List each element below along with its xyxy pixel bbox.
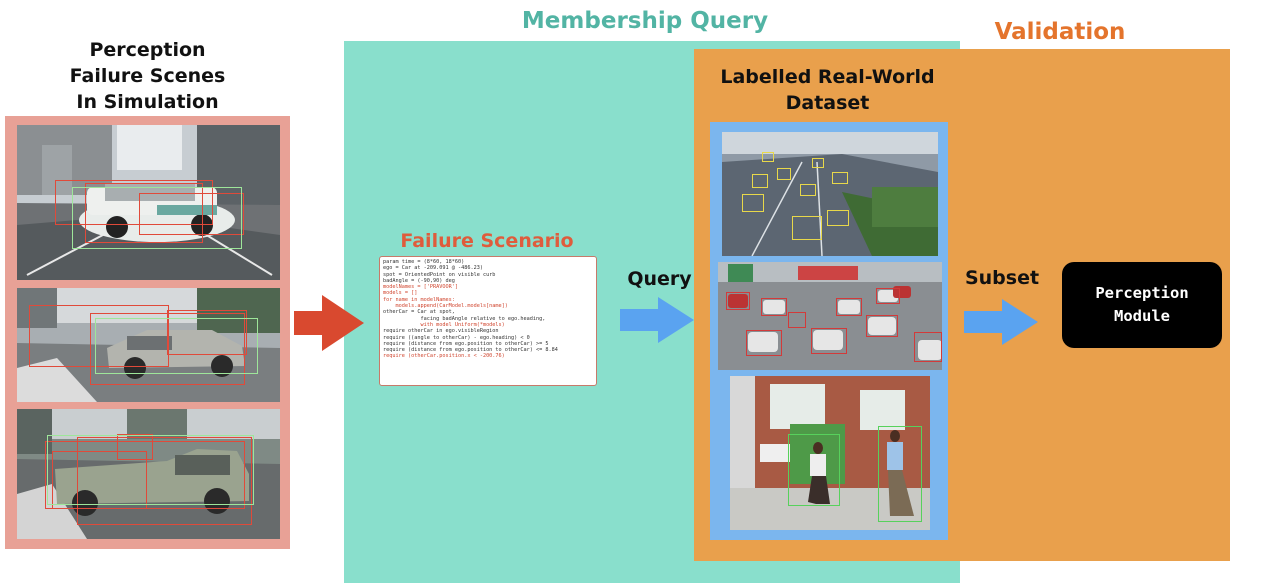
code-line: ego = Car at -209.091 @ -486.23) [383, 265, 483, 272]
bbox-red [52, 451, 147, 509]
query-label: Query [627, 268, 692, 290]
bbox-yellow [792, 216, 822, 240]
bbox-yellow [827, 210, 849, 226]
red-arrow-icon [294, 295, 364, 351]
perception-module-line-1: Perception [1095, 284, 1189, 302]
bbox-yellow [832, 172, 848, 184]
code-line: badAngle = (-90,90) deg [383, 277, 455, 284]
dataset-title-line-1: Labelled Real-World [720, 66, 935, 88]
code-line: spot = OrientedPoint on visible curb [383, 271, 496, 278]
bbox-green [72, 187, 242, 249]
code-line: require (distance from ego.position to o… [383, 347, 558, 354]
bbox-red [876, 288, 900, 304]
bbox-red [866, 315, 898, 337]
bbox-red [914, 332, 942, 362]
code-line: require (distance from ego.position to o… [383, 340, 549, 347]
bbox-green [47, 435, 254, 505]
scenic-program-code: param time = (8*60, 18*60)ego = Car at -… [379, 256, 597, 386]
subset-label: Subset [964, 267, 1040, 289]
perception-title-line-2: Failure Scenes [69, 65, 226, 87]
code-line: modelNames = ['PRAVOOR'] [383, 284, 458, 291]
blue-arrow-icon [964, 299, 1038, 345]
bbox-yellow [777, 168, 791, 180]
dataset-image-pedestrians [730, 376, 930, 530]
failure-scenario-title: Failure Scenario [400, 230, 574, 252]
bbox-red [139, 193, 244, 235]
simulation-scene-2 [17, 288, 280, 402]
bbox-green [788, 434, 840, 506]
membership-query-title: Membership Query [521, 8, 769, 34]
bbox-red [167, 310, 247, 355]
dataset-title: Labelled Real-World Dataset [700, 64, 955, 116]
bbox-red [811, 328, 847, 354]
bbox-yellow [812, 158, 824, 168]
code-line: for name in modelNames: [383, 296, 455, 303]
validation-title: Validation [994, 19, 1126, 45]
bbox-red [788, 312, 806, 328]
perception-failure-title: Perception Failure Scenes In Simulation [30, 37, 265, 115]
code-line: otherCar = Car at spot, [383, 309, 455, 316]
simulation-scene-3 [17, 409, 280, 539]
code-line: models = [] [383, 290, 418, 297]
bbox-yellow [752, 174, 768, 188]
bbox-red [77, 437, 252, 525]
bbox-red [726, 292, 750, 310]
dataset-image-highway [722, 132, 938, 256]
bbox-red [761, 298, 787, 316]
bbox-red [117, 434, 153, 460]
dataset-image-traffic [718, 262, 942, 370]
code-line: with model Uniform(*models) [383, 321, 505, 328]
bbox-yellow [800, 184, 816, 196]
code-line: require (otherCar.position.x < -200.76) [383, 353, 505, 360]
bbox-red [746, 330, 782, 356]
bbox-red [29, 305, 169, 367]
blue-arrow-icon [620, 297, 694, 343]
bbox-green [878, 426, 922, 522]
bbox-green [95, 318, 258, 374]
bbox-yellow [742, 194, 764, 212]
bbox-red [85, 183, 203, 243]
simulation-scene-1 [17, 125, 280, 280]
code-line: require ((angle to otherCar) - ego.headi… [383, 334, 530, 341]
bbox-yellow [762, 152, 774, 162]
code-line: param time = (8*60, 18*60) [383, 259, 465, 265]
dataset-title-line-2: Dataset [785, 92, 870, 114]
bbox-red [836, 298, 862, 316]
code-line: require otherCar in ego.visibleRegion [383, 328, 499, 335]
perception-title-line-3: In Simulation [76, 91, 219, 113]
bbox-red [55, 180, 213, 225]
code-line: facing badAngle relative to ego.heading, [383, 315, 546, 322]
perception-title-line-1: Perception [89, 39, 206, 61]
code-line: models.append(CarModel.models[name]) [383, 303, 508, 310]
perception-module-box: Perception Module [1062, 262, 1222, 348]
perception-module-line-2: Module [1114, 307, 1170, 325]
